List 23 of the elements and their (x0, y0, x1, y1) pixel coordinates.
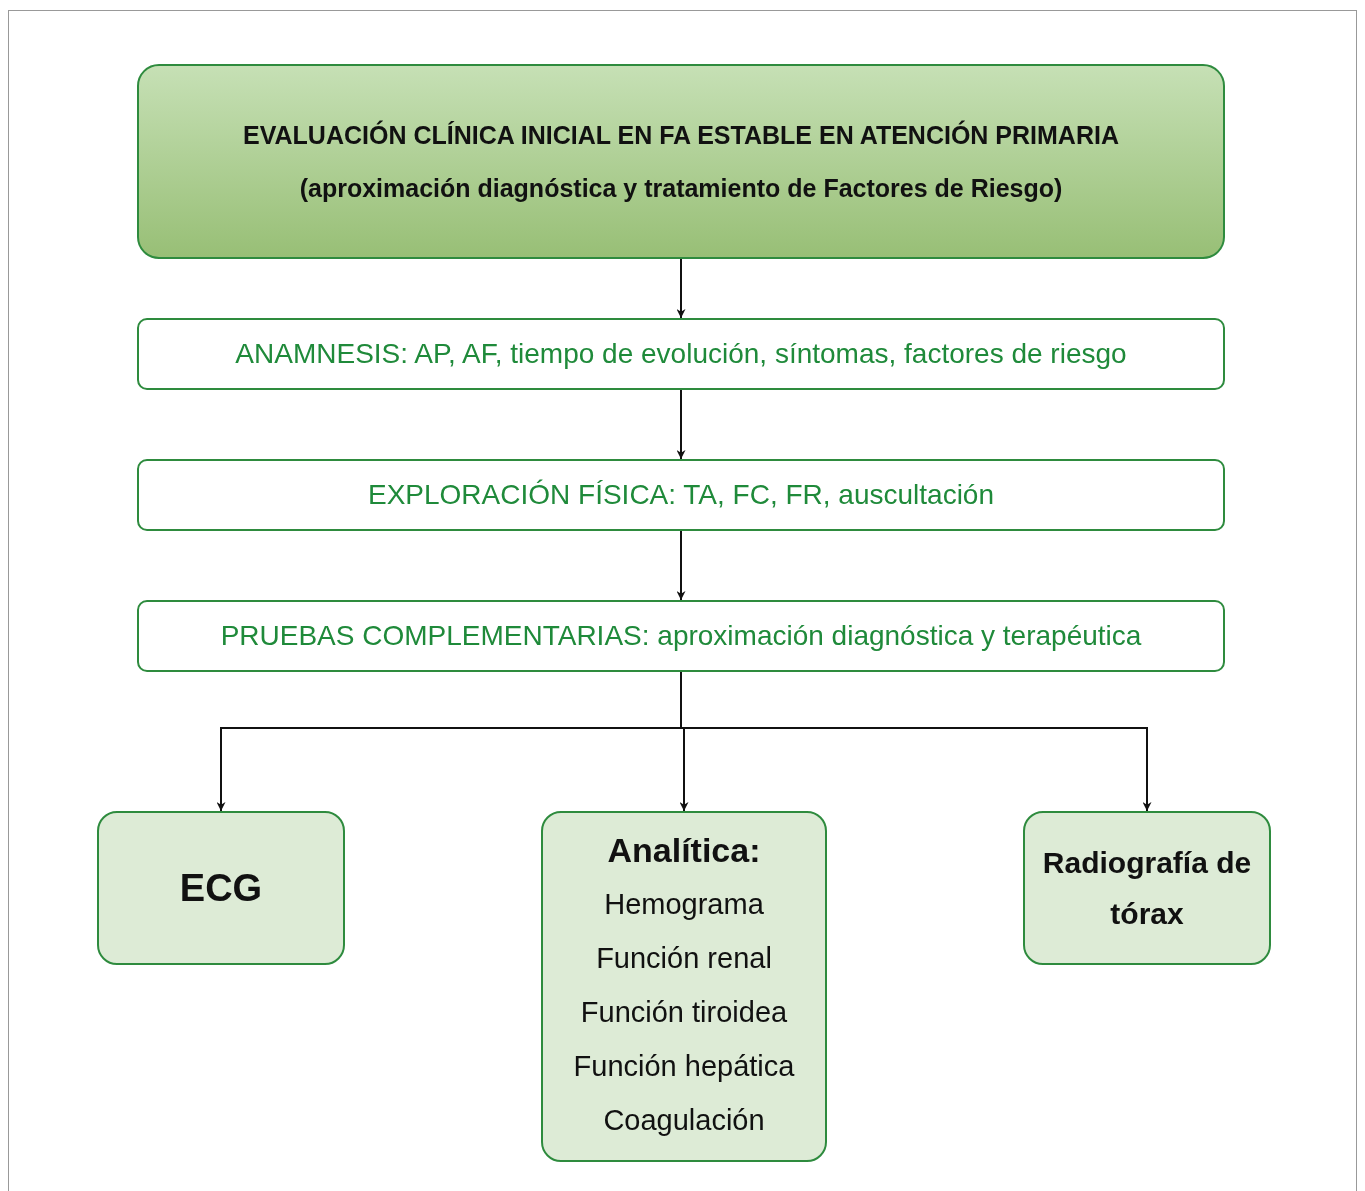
list-item: Función hepática (573, 1049, 795, 1084)
heading-text: Analítica: (607, 830, 761, 871)
arrow (676, 258, 686, 319)
arrow (676, 530, 686, 601)
step-text: ANAMNESIS: AP, AF, tiempo de evolución, síntomas, factores de riesgo (235, 338, 1127, 370)
title-text: EVALUACIÓN CLÍNICA INICIAL EN FA ESTABLE EN ATENCIÓN PRIMARIA (243, 120, 1119, 150)
result-box (541, 811, 827, 1162)
result-text: Radiografía de tórax (1041, 845, 1253, 932)
process-box (137, 318, 1225, 390)
step-text: EXPLORACIÓN FÍSICA: TA, FC, FR, auscultación (368, 479, 994, 511)
result-text: ECG (178, 865, 264, 911)
title-box (137, 64, 1225, 259)
subtitle-text: (aproximación diagnóstica y tratamiento de Factores de Riesgo) (299, 173, 1063, 203)
result-box (1023, 811, 1271, 965)
list-item: Coagulación (603, 1103, 765, 1138)
list-item: Función renal (596, 941, 772, 976)
process-box (137, 459, 1225, 531)
list-item: Hemograma (604, 887, 764, 922)
step-text: PRUEBAS COMPLEMENTARIAS: aproximación diagnóstica y terapéutica (220, 620, 1142, 652)
arrow (676, 389, 686, 460)
process-box (137, 600, 1225, 672)
list-item: Función tiroidea (580, 995, 788, 1030)
result-box (97, 811, 345, 965)
